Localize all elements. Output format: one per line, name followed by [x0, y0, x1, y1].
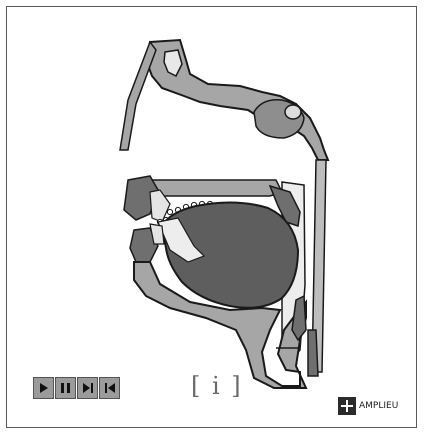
playback-controls [33, 377, 120, 401]
phoneme-symbol: [ i ] [191, 372, 243, 400]
hard-palate [150, 180, 282, 196]
enlarge-label: AMPLIEU [359, 401, 398, 411]
nose-bridge [120, 42, 156, 150]
plus-icon [338, 397, 356, 415]
step-forward-button[interactable] [77, 377, 98, 399]
rewind-icon [104, 382, 116, 394]
pause-icon [60, 382, 71, 394]
larynx [308, 330, 318, 376]
rewind-button[interactable] [99, 377, 120, 399]
step-forward-icon [82, 382, 94, 394]
enlarge-button[interactable]: AMPLIEU [338, 396, 398, 416]
play-icon [38, 382, 49, 394]
sinus-inner [285, 105, 301, 119]
play-button[interactable] [33, 377, 54, 399]
pause-button[interactable] [55, 377, 76, 399]
